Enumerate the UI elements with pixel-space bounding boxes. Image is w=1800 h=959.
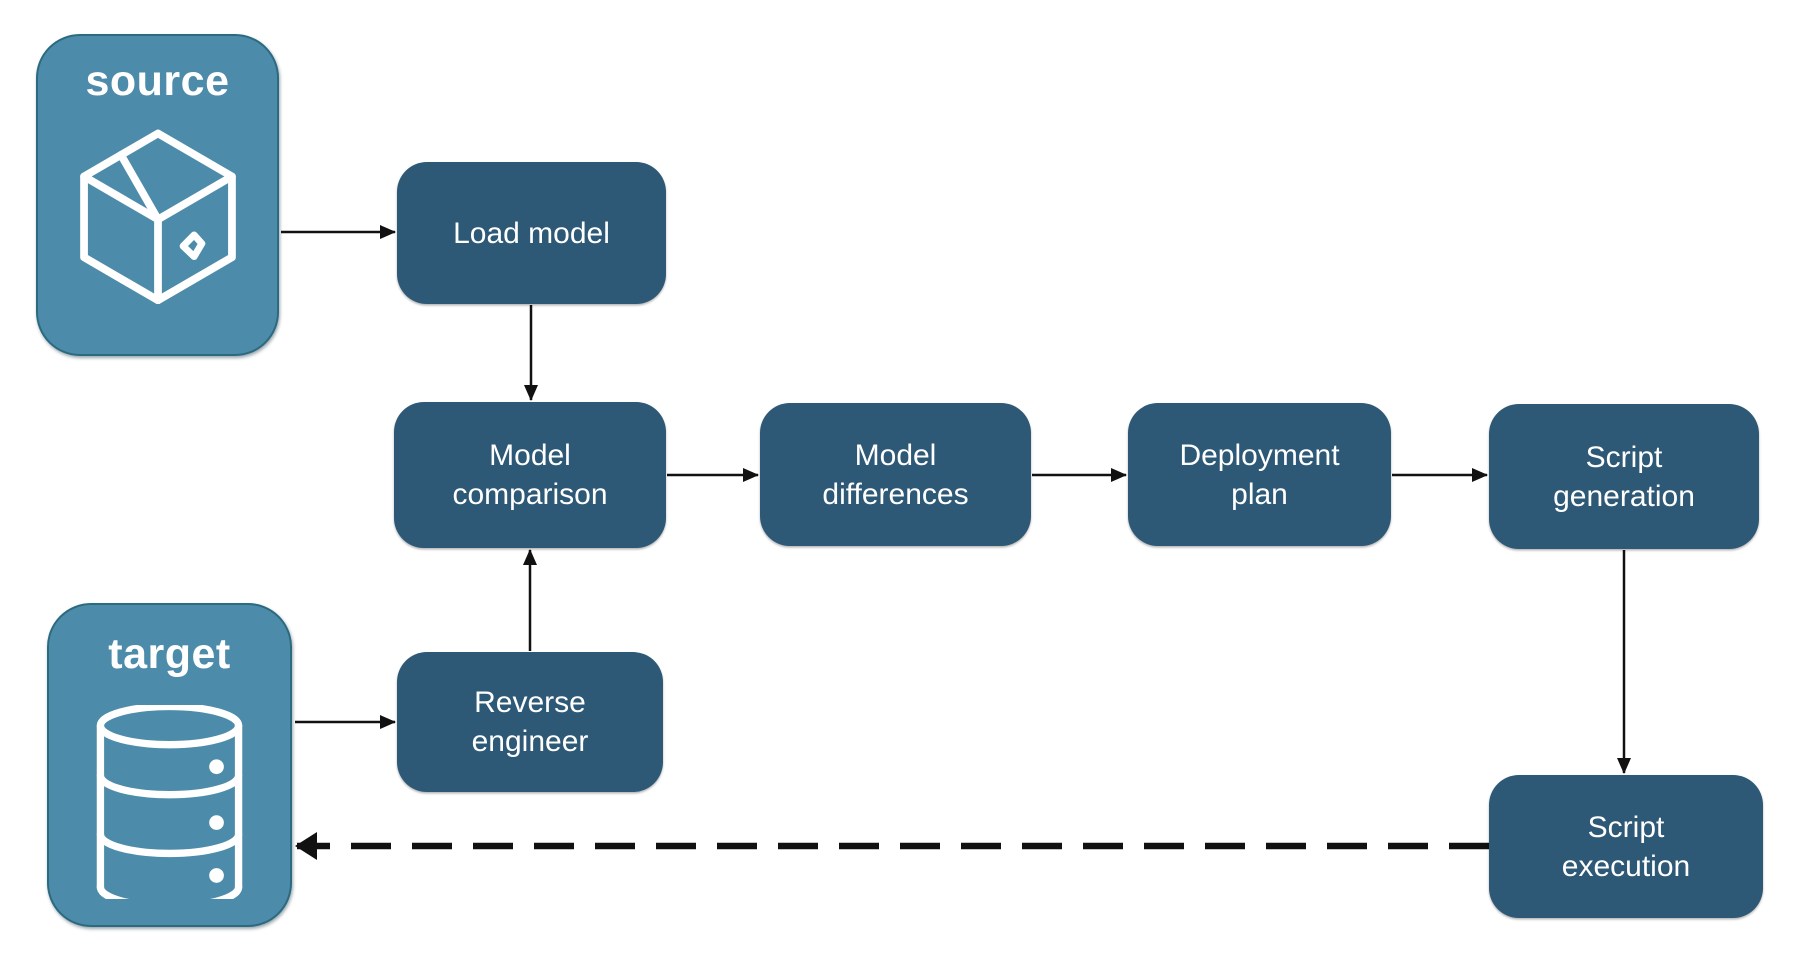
node-label: Script <box>1585 440 1663 474</box>
node-script-execution: Script execution <box>1489 775 1763 918</box>
node-label: Deployment <box>1179 438 1340 472</box>
node-label: differences <box>822 477 969 511</box>
node-deployment-plan: Deployment plan <box>1128 403 1391 546</box>
node-label: generation <box>1553 479 1695 513</box>
entity-source: source <box>36 34 279 356</box>
source-label: source <box>85 57 230 105</box>
node-model-comparison: Model comparison <box>394 402 666 548</box>
node-label: engineer <box>471 725 589 758</box>
node-label: Model <box>854 438 937 472</box>
database-icon <box>96 705 243 899</box>
node-script-generation: Script generation <box>1489 404 1759 549</box>
entity-target: target <box>47 603 292 927</box>
package-icon <box>79 129 236 304</box>
node-load-model: Load model <box>397 162 666 304</box>
node-label: comparison <box>452 478 608 511</box>
node-reverse-engineer: Reverse engineer <box>397 652 663 792</box>
node-label: Reverse <box>474 686 586 719</box>
target-label: target <box>108 630 231 678</box>
node-label: Model <box>489 439 571 472</box>
node-model-differences: Model differences <box>760 403 1031 546</box>
node-label: plan <box>1231 477 1288 511</box>
node-label: Script <box>1587 810 1665 844</box>
node-label: execution <box>1561 849 1691 883</box>
node-label: Load model <box>453 216 610 250</box>
